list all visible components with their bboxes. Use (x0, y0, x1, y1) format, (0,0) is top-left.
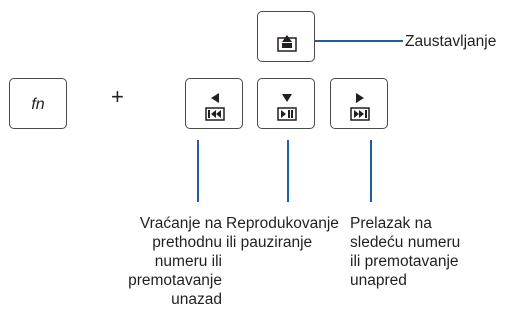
next-label-line: unapred (350, 272, 407, 289)
fn-key[interactable]: fn (9, 78, 67, 129)
previous-label-line: premotavanje (128, 272, 222, 289)
play-pause-leader-line (287, 140, 289, 202)
next-track-key[interactable] (330, 78, 388, 129)
stop-key[interactable] (257, 11, 315, 62)
play-pause-label-line: ili pauziranje (226, 234, 313, 251)
previous-label-line: Vraćanje na (139, 215, 222, 232)
previous-track-key[interactable] (185, 78, 243, 129)
previous-label-line: numeru ili (154, 253, 222, 270)
next-leader-line (370, 140, 372, 202)
play-pause-label: Reprodukovanje ili pauziranje (226, 214, 339, 252)
play-pause-label-line: Reprodukovanje (226, 215, 339, 232)
next-track-icon (350, 93, 370, 121)
stop-label-text: Zaustavljanje (405, 33, 497, 50)
stop-leader-line (315, 40, 403, 42)
next-label-line: ili premotavanje (350, 253, 459, 270)
previous-leader-line (197, 140, 199, 202)
next-label-line: sledeću numeru (350, 234, 461, 251)
fn-key-label: fn (31, 96, 45, 113)
stop-label: Zaustavljanje (405, 32, 496, 51)
eject-stop-icon (277, 35, 297, 52)
previous-track-icon (205, 93, 225, 121)
previous-label-line: unazad (171, 291, 222, 308)
play-pause-key[interactable] (257, 78, 315, 129)
plus-sign: + (111, 84, 124, 109)
previous-label: Vraćanje na prethodnu numeru ili premota… (128, 214, 222, 309)
next-label-line: Prelazak na (350, 215, 432, 232)
next-label: Prelazak na sledeću numeru ili premotava… (350, 214, 460, 290)
play-pause-icon (277, 94, 297, 121)
previous-label-line: prethodnu (152, 234, 222, 251)
